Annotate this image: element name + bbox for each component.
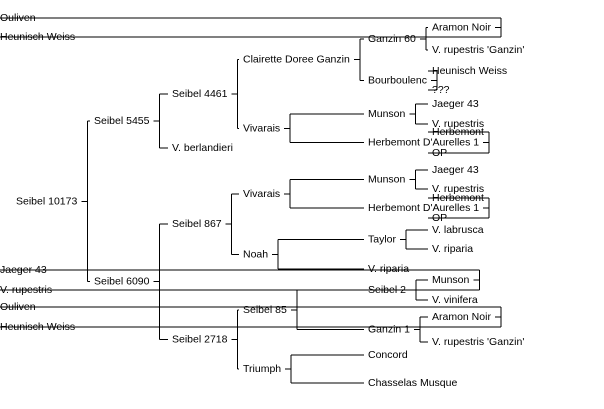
node-label-v-berlandieri: V. berlandieri xyxy=(172,142,233,154)
node-label-heunisch-weiss: Heunisch Weiss xyxy=(0,321,75,333)
node-label-op: OP xyxy=(432,212,447,224)
node-label-taylor: Taylor xyxy=(368,234,397,246)
node-label-aramon-noir: Aramon Noir xyxy=(432,22,491,34)
node-label-ouliven: Ouliven xyxy=(0,12,36,24)
tree-connectors xyxy=(0,17,502,384)
node-label-vivarais: Vivarais xyxy=(243,122,280,134)
node-label-herbemont: Herbemont xyxy=(432,126,484,138)
node-label-ouliven: Ouliven xyxy=(0,301,36,313)
node-label-munson: Munson xyxy=(432,274,470,286)
node-label-jaeger-43: Jaeger 43 xyxy=(432,98,479,110)
node-label-heunisch-weiss: Heunisch Weiss xyxy=(0,31,75,43)
node-label-jaeger-43: Jaeger 43 xyxy=(432,164,479,176)
node-label-heunisch-weiss: Heunisch Weiss xyxy=(432,65,507,77)
node-label-munson: Munson xyxy=(368,174,406,186)
node-label-v-riparia: V. riparia xyxy=(368,263,409,275)
node-label-triumph: Triumph xyxy=(243,363,281,375)
node-label-v-rupestris-ganzin: V. rupestris 'Ganzin' xyxy=(432,336,524,348)
node-label-seibel-4461: Seibel 4461 xyxy=(172,88,228,100)
node-label-seibel-10173: Seibel 10173 xyxy=(16,195,77,207)
node-label-v-labrusca: V. labrusca xyxy=(432,224,484,236)
node-label-ganzin-1: Ganzin 1 xyxy=(368,324,410,336)
node-label-op: OP xyxy=(432,147,447,159)
node-label-seibel-85: Seibel 85 xyxy=(243,304,287,316)
node-label-v-rupestris-ganzin: V. rupestris 'Ganzin' xyxy=(432,44,524,56)
node-label-jaeger-43: Jaeger 43 xyxy=(0,264,47,276)
node-label-chasselas-musque: Chasselas Musque xyxy=(368,377,457,389)
node-label-noah: Noah xyxy=(243,248,268,260)
node-label-seibel-5455: Seibel 5455 xyxy=(94,115,150,127)
node-label-seibel-2718: Seibel 2718 xyxy=(172,333,228,345)
node-label-ganzin-60: Ganzin 60 xyxy=(368,33,416,45)
node-label-v-riparia: V. riparia xyxy=(432,243,473,255)
node-label-aramon-noir: Aramon Noir xyxy=(432,311,491,323)
node-label-v-vinifera: V. vinifera xyxy=(432,294,478,306)
node-label-bourboulenc: Bourboulenc xyxy=(368,75,427,87)
node-label-clairette-doree-ganzin: Clairette Doree Ganzin xyxy=(243,54,350,66)
node-label-concord: Concord xyxy=(368,349,408,361)
node-label-v-rupestris: V. rupestris xyxy=(432,183,484,195)
tree-labels: Seibel 10173 Seibel 5455 Seibel 4461 Claire… xyxy=(0,12,524,389)
node-label-seibel-867: Seibel 867 xyxy=(172,218,222,230)
node-label-herbemont: Herbemont xyxy=(432,192,484,204)
node-label-herbemont-d-aurelles-1: Herbemont D'Aurelles 1 xyxy=(368,137,479,149)
node-label-v-rupestris: V. rupestris xyxy=(432,118,484,130)
node-label-seibel-2: Seibel 2 xyxy=(368,284,406,296)
node-label-unknown: ??? xyxy=(432,84,450,96)
node-label-v-rupestris: V. rupestris xyxy=(0,284,52,296)
node-label-munson: Munson xyxy=(368,108,406,120)
node-label-seibel-6090: Seibel 6090 xyxy=(94,276,150,288)
node-label-vivarais: Vivarais xyxy=(243,188,280,200)
node-label-herbemont-d-aurelles-1: Herbemont D'Aurelles 1 xyxy=(368,202,479,214)
